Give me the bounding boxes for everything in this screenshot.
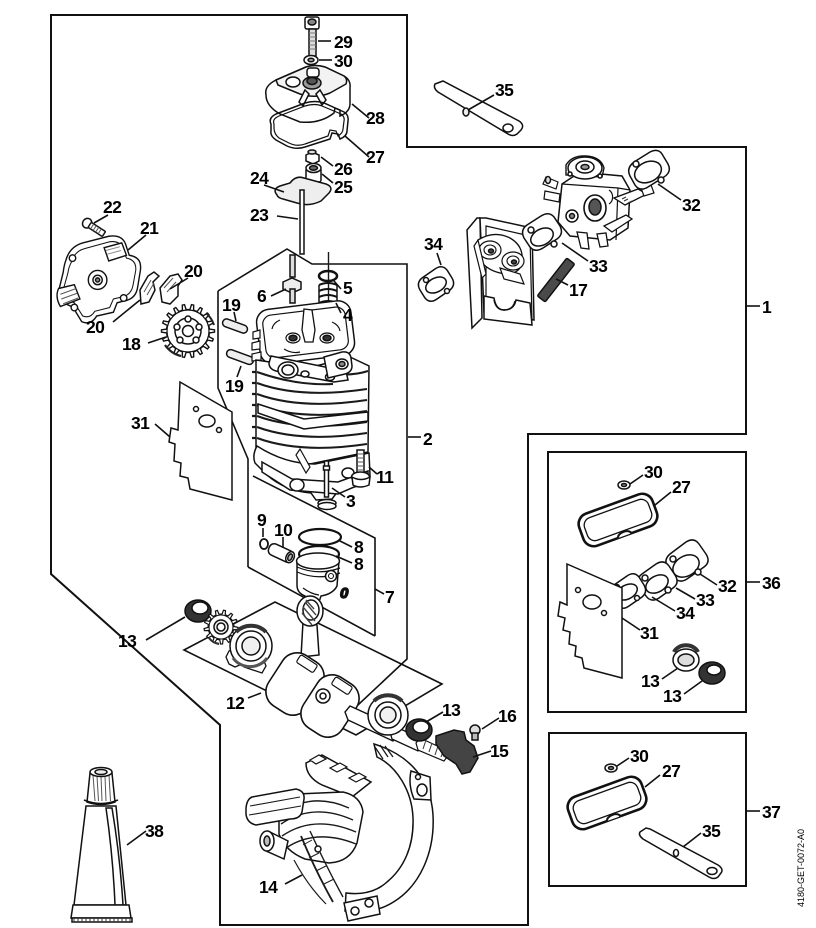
svg-text:12: 12 bbox=[226, 693, 245, 713]
svg-text:35: 35 bbox=[702, 821, 721, 841]
svg-text:31: 31 bbox=[131, 413, 150, 433]
svg-text:33: 33 bbox=[589, 256, 608, 276]
svg-text:34: 34 bbox=[676, 603, 695, 623]
svg-text:16: 16 bbox=[498, 706, 517, 726]
svg-text:35: 35 bbox=[495, 80, 514, 100]
svg-text:30: 30 bbox=[630, 746, 649, 766]
svg-text:33: 33 bbox=[696, 590, 715, 610]
svg-text:4: 4 bbox=[343, 305, 353, 325]
svg-text:17: 17 bbox=[569, 280, 587, 300]
svg-text:18: 18 bbox=[122, 334, 141, 354]
svg-text:34: 34 bbox=[424, 234, 443, 254]
svg-text:29: 29 bbox=[334, 32, 353, 52]
svg-text:22: 22 bbox=[103, 197, 122, 217]
svg-text:28: 28 bbox=[366, 108, 385, 128]
svg-text:7: 7 bbox=[385, 587, 394, 607]
svg-text:10: 10 bbox=[274, 520, 293, 540]
svg-text:27: 27 bbox=[672, 477, 690, 497]
svg-text:27: 27 bbox=[662, 761, 680, 781]
svg-text:31: 31 bbox=[640, 623, 659, 643]
svg-text:38: 38 bbox=[145, 821, 164, 841]
svg-text:19: 19 bbox=[225, 376, 244, 396]
svg-text:11: 11 bbox=[376, 467, 394, 487]
svg-text:30: 30 bbox=[334, 51, 353, 71]
svg-text:20: 20 bbox=[184, 261, 203, 281]
svg-text:27: 27 bbox=[366, 147, 384, 167]
svg-text:32: 32 bbox=[682, 195, 701, 215]
svg-text:13: 13 bbox=[663, 686, 682, 706]
svg-text:19: 19 bbox=[222, 295, 241, 315]
svg-text:32: 32 bbox=[718, 576, 737, 596]
svg-text:4180-GET-0072-A0: 4180-GET-0072-A0 bbox=[796, 829, 806, 907]
svg-text:26: 26 bbox=[334, 159, 353, 179]
svg-text:6: 6 bbox=[257, 286, 267, 306]
svg-text:2: 2 bbox=[423, 429, 433, 449]
svg-text:8: 8 bbox=[354, 537, 364, 557]
svg-text:15: 15 bbox=[490, 741, 509, 761]
svg-text:3: 3 bbox=[346, 491, 356, 511]
svg-text:23: 23 bbox=[250, 205, 269, 225]
svg-text:1: 1 bbox=[762, 297, 772, 317]
svg-text:25: 25 bbox=[334, 177, 353, 197]
svg-text:13: 13 bbox=[641, 671, 660, 691]
svg-text:14: 14 bbox=[259, 877, 278, 897]
svg-text:0: 0 bbox=[340, 585, 349, 602]
svg-text:5: 5 bbox=[343, 278, 353, 298]
svg-text:24: 24 bbox=[250, 168, 269, 188]
svg-text:37: 37 bbox=[762, 802, 780, 822]
svg-text:9: 9 bbox=[257, 510, 267, 530]
svg-text:20: 20 bbox=[86, 317, 105, 337]
svg-text:21: 21 bbox=[140, 218, 159, 238]
svg-text:8: 8 bbox=[354, 554, 364, 574]
svg-text:13: 13 bbox=[118, 631, 137, 651]
svg-text:36: 36 bbox=[762, 573, 781, 593]
svg-text:13: 13 bbox=[442, 700, 461, 720]
svg-text:30: 30 bbox=[644, 462, 663, 482]
